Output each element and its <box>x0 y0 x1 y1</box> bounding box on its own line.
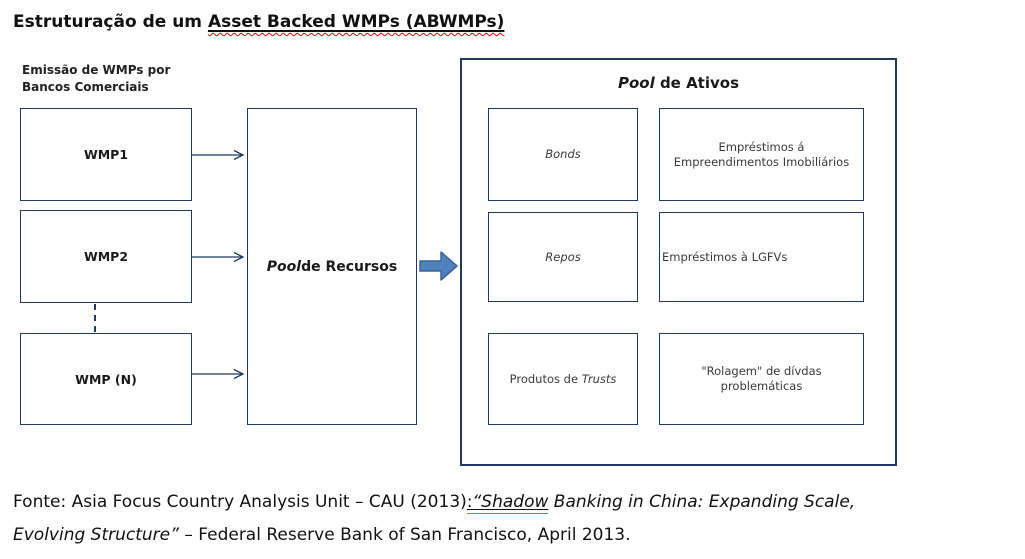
left-section-heading: Emissão de WMPs por Bancos Comerciais <box>22 62 170 96</box>
source-shadow-word: “Shadow <box>472 492 549 512</box>
wmp1-box: WMP1 <box>20 108 192 201</box>
pool-de-ativos-heading: Pool de Ativos <box>462 74 895 92</box>
bonds-label: Bonds <box>545 147 581 161</box>
figure-title-underline: Asset Backed WMPs (ABWMPs) <box>208 12 504 32</box>
pool-de-recursos-italic: Pool <box>266 258 302 275</box>
pool-de-recursos-rest: de Recursos <box>301 258 398 275</box>
emprestimos-imobiliarios-line2: Empreendimentos Imobiliários <box>673 154 850 169</box>
left-section-heading-line1: Emissão de WMPs por <box>22 63 171 77</box>
produtos-trusts-italic: Trusts <box>581 371 617 386</box>
bonds-box: Bonds <box>488 108 638 201</box>
block-arrow-icon <box>419 251 458 281</box>
dashed-connector <box>94 304 96 332</box>
emprestimos-lgfvs-box: Empréstimos à LGFVs <box>659 212 864 302</box>
emprestimos-lgfvs-label: Empréstimos à LGFVs <box>662 249 788 264</box>
wmp2-box: WMP2 <box>20 210 192 303</box>
source-grammar-underline: :“Shadow <box>466 492 549 514</box>
wmp1-label: WMP1 <box>83 147 129 162</box>
emprestimos-imobiliarios-line1: Empréstimos á <box>718 139 805 154</box>
rolagem-dividas-line2: problemáticas <box>720 379 803 393</box>
pool-de-ativos-heading-italic: Pool <box>617 74 655 92</box>
figure-title-underlined-text: Asset Backed WMPs (ABWMPs) <box>207 12 505 32</box>
repos-label: Repos <box>545 249 581 264</box>
source-citation: Fonte: Asia Focus Country Analysis Unit … <box>13 486 1018 552</box>
produtos-trusts-box: Produtos de Trusts <box>488 333 638 425</box>
rolagem-dividas-label: "Rolagem" de dívdas problemáticas <box>701 364 821 394</box>
wmp2-label: WMP2 <box>83 249 129 264</box>
produtos-trusts-prefix: Produtos de <box>509 371 582 386</box>
source-italic-title-part2: Evolving Structure” <box>13 525 179 545</box>
figure-title: Estruturação de um Asset Backed WMPs (AB… <box>13 12 504 32</box>
produtos-trusts-label: Produtos de Trusts <box>510 372 617 387</box>
source-text-tail: – Federal Reserve Bank of San Francisco,… <box>178 525 631 545</box>
wmp-n-label: WMP (N) <box>75 371 137 387</box>
left-section-heading-line2: Bancos Comerciais <box>22 80 149 94</box>
rolagem-dividas-line1: "Rolagem" de dívdas <box>701 364 822 378</box>
arrow-right-icon <box>191 251 245 263</box>
figure-title-prefix: Estruturação de um <box>13 12 208 32</box>
source-colon: : <box>466 492 473 512</box>
arrow-right-icon <box>191 149 245 161</box>
pool-de-recursos-box: Pool de Recursos <box>247 108 417 425</box>
source-text-regular: Fonte: Asia Focus Country Analysis Unit … <box>13 492 467 512</box>
wmp-n-box: WMP (N) <box>20 333 192 425</box>
emprestimos-imobiliarios-box: Empréstimos á Empreendimentos Imobiliári… <box>659 108 864 201</box>
source-italic-title-part1: Banking in China: Expanding Scale, <box>548 492 856 512</box>
pool-de-ativos-heading-rest: de Ativos <box>654 74 740 92</box>
emprestimos-imobiliarios-label: Empréstimos á Empreendimentos Imobiliári… <box>674 140 849 170</box>
repos-box: Repos <box>488 212 638 302</box>
arrow-right-icon <box>191 368 245 380</box>
rolagem-dividas-box: "Rolagem" de dívdas problemáticas <box>659 333 864 425</box>
pool-de-ativos-container: Pool de Ativos Bonds Empréstimos á Empre… <box>460 58 897 466</box>
